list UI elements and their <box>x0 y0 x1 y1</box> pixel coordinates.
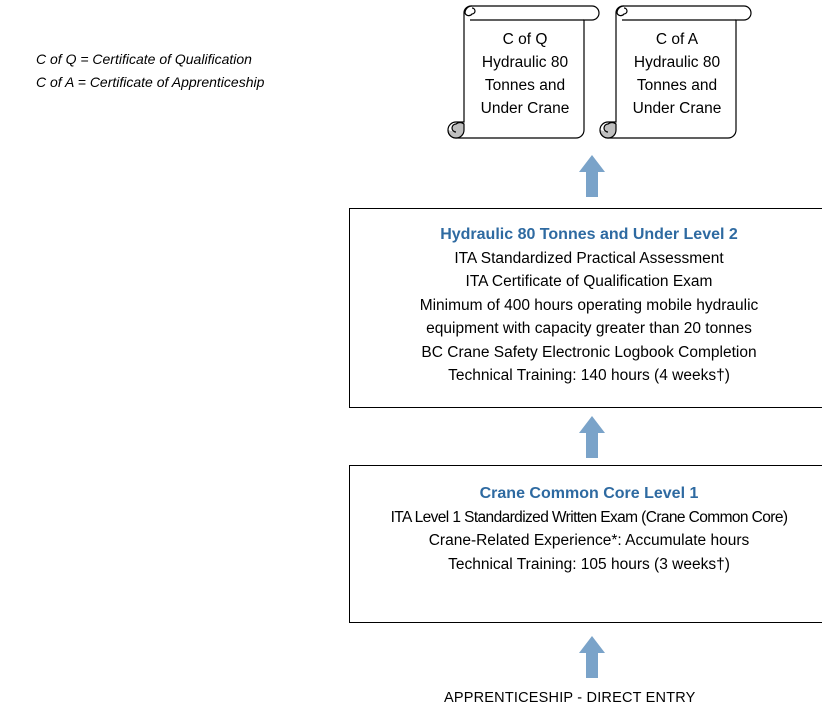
legend-line-cofa: C of A = Certificate of Apprenticeship <box>36 74 265 90</box>
certificate-line: Tonnes and <box>484 77 566 94</box>
scroll-shape <box>447 5 600 139</box>
level-2-requirement: BC Crane Safety Electronic Logbook Compl… <box>421 343 757 361</box>
certificate-scroll-cofa: C of A Hydraulic 80 Tonnes and Under Cra… <box>596 2 754 148</box>
up-arrow-icon <box>579 636 605 678</box>
certificate-text: C of A Hydraulic 80 Tonnes and Under Cra… <box>616 28 738 120</box>
level-1-requirement: ITA Level 1 Standardized Written Exam (C… <box>390 508 788 526</box>
certificate-line: C of A <box>655 31 699 48</box>
level-2-requirement: Technical Training: 140 hours (4 weeks†) <box>448 367 730 384</box>
certificate-line: Under Crane <box>480 100 570 117</box>
certificate-line: Hydraulic 80 <box>481 54 569 71</box>
legend: C of Q = Certificate of Qualification C … <box>36 48 264 94</box>
certificate-text: C of Q Hydraulic 80 Tonnes and Under Cra… <box>464 28 586 120</box>
up-arrow-icon <box>579 155 605 197</box>
level-2-requirement: ITA Certificate of Qualification Exam <box>465 273 713 290</box>
level-1-requirement: Crane-Related Experience*: Accumulate ho… <box>428 532 750 549</box>
entry-label: APPRENTICESHIP - DIRECT ENTRY <box>444 690 696 706</box>
legend-line-cofq: C of Q = Certificate of Qualification <box>36 51 252 67</box>
level-2-requirement: ITA Standardized Practical Assessment <box>454 249 724 267</box>
level-2-title: Hydraulic 80 Tonnes and Under Level 2 <box>440 226 738 243</box>
certificate-line: Hydraulic 80 <box>633 54 721 71</box>
level-2-requirement: Minimum of 400 hours operating mobile hy… <box>419 296 759 314</box>
level-1-box: Crane Common Core Level 1 ITA Level 1 St… <box>349 465 822 623</box>
certificate-scroll-cofq: C of Q Hydraulic 80 Tonnes and Under Cra… <box>444 2 602 148</box>
level-1-requirement: Technical Training: 105 hours (3 weeks†) <box>448 555 730 573</box>
level-2-box: Hydraulic 80 Tonnes and Under Level 2 IT… <box>349 208 822 408</box>
certificate-line: Tonnes and <box>636 77 718 94</box>
up-arrow-icon <box>579 416 605 458</box>
certificate-line: Under Crane <box>632 100 722 117</box>
scroll-shape <box>599 5 752 139</box>
certificate-line: C of Q <box>502 31 548 48</box>
level-2-requirement: equipment with capacity greater than 20 … <box>426 320 752 337</box>
level-1-title: Crane Common Core Level 1 <box>479 485 699 502</box>
